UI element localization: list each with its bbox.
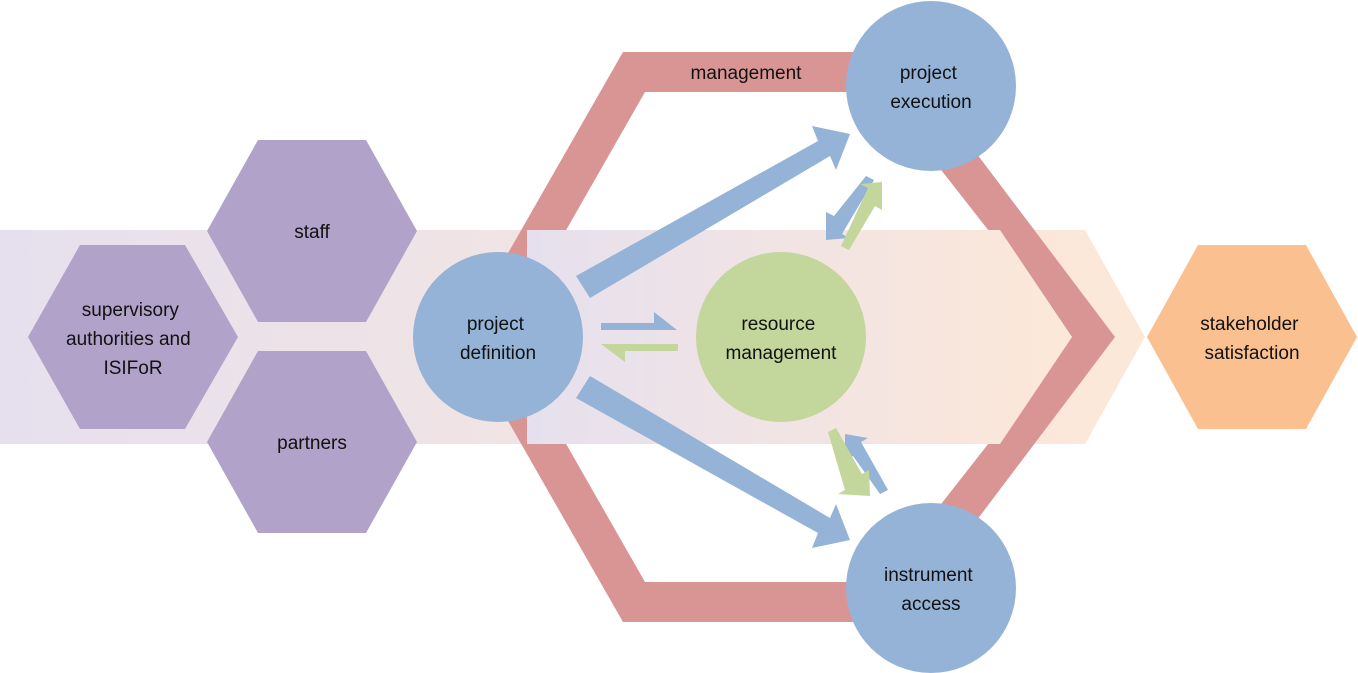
label-stakeholder-line1: stakeholder: [1200, 314, 1299, 335]
arrow-resource-to-definition: [601, 339, 678, 362]
circle-project-execution: [846, 1, 1016, 171]
label-staff: staff: [294, 222, 330, 243]
label-resource-management-line1: resource: [741, 314, 815, 335]
circle-project-definition: [413, 252, 583, 422]
label-stakeholder-line2: satisfaction: [1204, 343, 1299, 364]
label-instrument-access: instrument access: [884, 565, 978, 615]
hexagon-staff: [207, 140, 417, 322]
label-supervisory: supervisory authorities and ISIFoR: [66, 300, 196, 379]
arrow-execution-to-resource: [826, 176, 874, 240]
arrow-instrument-to-resource: [845, 434, 888, 494]
arrow-definition-to-resource: [601, 312, 677, 330]
hexagon-supervisory: [28, 245, 238, 429]
label-project-execution: project execution: [890, 63, 971, 113]
arrow-definition-to-instrument: [576, 376, 850, 548]
label-supervisory-line2: authorities and: [66, 329, 191, 350]
label-instrument-access-line2: access: [901, 594, 960, 615]
label-supervisory-line3: ISIFoR: [103, 358, 162, 379]
arrow-resource-to-execution: [841, 182, 882, 250]
label-supervisory-line1: supervisory: [82, 300, 180, 321]
label-project-definition: project definition: [460, 314, 536, 364]
label-project-definition-line2: definition: [460, 343, 536, 364]
label-resource-management: resource management: [726, 314, 838, 364]
arrow-definition-to-execution: [576, 126, 850, 298]
label-project-definition-line1: project: [467, 314, 525, 335]
label-partners: partners: [277, 433, 347, 454]
label-management: management: [691, 63, 803, 84]
hexagon-stakeholder-satisfaction: [1147, 245, 1357, 429]
label-instrument-access-line1: instrument: [884, 565, 973, 586]
circle-resource-management: [696, 252, 866, 422]
label-project-execution-line1: project: [900, 63, 958, 84]
hexagon-partners: [207, 351, 417, 533]
label-stakeholder-satisfaction: stakeholder satisfaction: [1200, 314, 1304, 364]
label-project-execution-line2: execution: [890, 92, 971, 113]
arrow-resource-to-instrument: [828, 428, 870, 496]
circle-instrument-access: [846, 503, 1016, 673]
label-resource-management-line2: management: [726, 343, 838, 364]
